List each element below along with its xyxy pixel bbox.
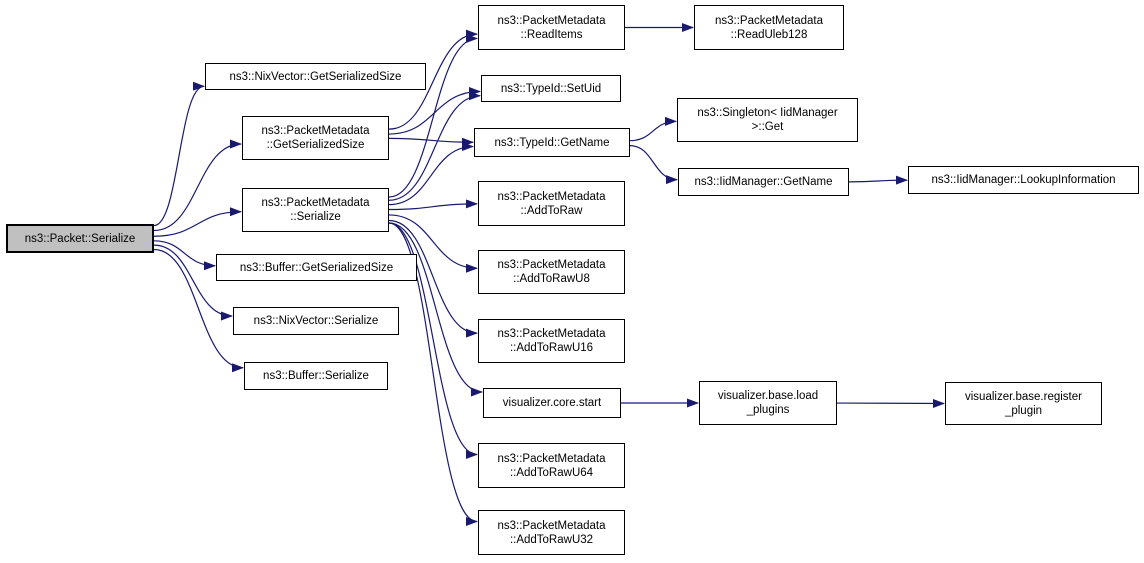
node-label-line: ::ReadItems bbox=[520, 28, 583, 41]
node-label-line: ns3::Packet::Serialize bbox=[24, 232, 136, 245]
node-label-line: ns3::Buffer::Serialize bbox=[263, 370, 369, 382]
node-label-line: ::GetSerializedSize bbox=[266, 139, 365, 151]
edge-packet-serialize-to-packetmetadata-getserializedsize bbox=[153, 139, 242, 232]
edge-packetmetadata-serialize-to-packetmetadata-readitems bbox=[388, 33, 478, 198]
edge-packetmetadata-getserializedsize-to-typeid-getname bbox=[388, 137, 474, 147]
node-label-line: ns3::NixVector::GetSerializedSize bbox=[229, 70, 402, 83]
node-label-line: ns3::PacketMetadata bbox=[261, 197, 370, 209]
node-label-line: ns3::PacketMetadata bbox=[497, 14, 606, 27]
graph-node-packetmetadata-readitems[interactable]: ns3::PacketMetadata::ReadItems bbox=[478, 5, 625, 50]
graph-node-packetmetadata-serialize[interactable]: ns3::PacketMetadata::Serialize bbox=[242, 188, 389, 232]
node-label-line: ns3::PacketMetadata bbox=[497, 452, 606, 465]
graph-node-packetmetadata-addtorawu64[interactable]: ns3::PacketMetadata::AddToRawU64 bbox=[478, 443, 625, 488]
edge-packet-serialize-to-nixvector-serialize bbox=[153, 244, 233, 321]
graph-node-typeid-setuid[interactable]: ns3::TypeId::SetUid bbox=[481, 75, 621, 102]
node-label-line: ::AddToRawU32 bbox=[509, 533, 594, 546]
edge-packet-serialize-to-buffer-serialize bbox=[153, 248, 244, 373]
node-label-line: ::AddToRawU16 bbox=[509, 342, 594, 354]
node-label-line: visualizer.core.start bbox=[502, 397, 602, 409]
graph-node-packetmetadata-getserializedsize[interactable]: ns3::PacketMetadata::GetSerializedSize bbox=[242, 116, 389, 160]
graph-node-typeid-getname[interactable]: ns3::TypeId::GetName bbox=[474, 128, 630, 157]
graph-node-singleton-iidmanager-get[interactable]: ns3::Singleton< IidManager>::Get bbox=[677, 98, 858, 142]
node-label-line: ns3::TypeId::SetUid bbox=[500, 82, 602, 95]
graph-node-nixvector-serialize[interactable]: ns3::NixVector::Serialize bbox=[233, 307, 399, 335]
edge-packetmetadata-serialize-to-packetmetadata-addtoraw bbox=[388, 199, 478, 211]
graph-node-packetmetadata-addtorawu8[interactable]: ns3::PacketMetadata::AddToRawU8 bbox=[478, 250, 625, 294]
graph-node-nixvector-getserializedsize[interactable]: ns3::NixVector::GetSerializedSize bbox=[205, 63, 426, 90]
graph-node-packetmetadata-readuleb128[interactable]: ns3::PacketMetadata::ReadUleb128 bbox=[694, 5, 844, 50]
node-label-line: visualizer.base.load bbox=[717, 390, 819, 402]
node-label-line: visualizer.base.register bbox=[965, 390, 1082, 403]
node-label-line: ns3::IidManager::GetName bbox=[694, 176, 833, 188]
edge-layer bbox=[153, 23, 945, 526]
graph-node-packetmetadata-addtorawu16[interactable]: ns3::PacketMetadata::AddToRawU16 bbox=[478, 319, 625, 363]
graph-node-packetmetadata-addtoraw[interactable]: ns3::PacketMetadata::AddToRaw bbox=[478, 181, 625, 226]
graph-node-visualizer-base-load-plugins[interactable]: visualizer.base.load _plugins bbox=[699, 381, 837, 425]
edge-packetmetadata-serialize-to-typeid-setuid bbox=[388, 91, 481, 201]
node-label-line: ns3::Singleton< IidManager bbox=[697, 107, 838, 119]
edge-packet-serialize-to-nixvector-getserializedsize bbox=[153, 81, 205, 227]
edge-packetmetadata-serialize-to-visualizer-core-start bbox=[388, 222, 483, 397]
edge-packet-serialize-to-packetmetadata-serialize bbox=[153, 207, 242, 237]
edge-iidmanager-getname-to-iidmanager-lookupinformation bbox=[848, 175, 908, 185]
node-label-line: ns3::IidManager::LookupInformation bbox=[931, 174, 1116, 186]
node-label-line: ::AddToRaw bbox=[520, 204, 583, 217]
graph-node-iidmanager-lookupinformation[interactable]: ns3::IidManager::LookupInformation bbox=[908, 166, 1139, 194]
node-label-line: ns3::NixVector::Serialize bbox=[253, 315, 379, 327]
edge-packet-serialize-to-buffer-getserializedsize bbox=[153, 240, 216, 271]
node-label-line: ns3::Buffer::GetSerializedSize bbox=[239, 261, 394, 274]
node-label-line: >::Get bbox=[751, 121, 784, 133]
node-label-line: ::ReadUleb128 bbox=[730, 28, 808, 41]
edge-packetmetadata-serialize-to-packetmetadata-addtorawu32 bbox=[388, 222, 478, 526]
edge-typeid-getname-to-singleton-iidmanager-get bbox=[629, 116, 677, 142]
graph-node-buffer-serialize[interactable]: ns3::Buffer::Serialize bbox=[244, 362, 388, 390]
node-label-line: ns3::PacketMetadata bbox=[497, 259, 606, 271]
graph-node-visualizer-core-start[interactable]: visualizer.core.start bbox=[483, 388, 621, 418]
graph-node-iidmanager-getname[interactable]: ns3::IidManager::GetName bbox=[678, 168, 849, 196]
node-label-line: ::AddToRawU8 bbox=[513, 273, 590, 285]
node-label-line: ::AddToRawU64 bbox=[509, 466, 594, 479]
graph-node-packetmetadata-addtorawu32[interactable]: ns3::PacketMetadata::AddToRawU32 bbox=[478, 510, 625, 555]
edge-packetmetadata-serialize-to-packetmetadata-addtorawu64 bbox=[388, 222, 478, 459]
node-label-line: ns3::PacketMetadata bbox=[497, 519, 606, 532]
node-label-line: ns3::PacketMetadata bbox=[261, 125, 370, 137]
node-label-line: ns3::PacketMetadata bbox=[714, 14, 824, 27]
edge-typeid-getname-to-iidmanager-getname bbox=[629, 145, 678, 185]
edge-packetmetadata-serialize-to-packetmetadata-addtorawu16 bbox=[388, 219, 478, 338]
node-label-line: _plugin bbox=[1004, 404, 1043, 417]
node-label-line: ns3::PacketMetadata bbox=[497, 190, 606, 203]
graph-node-visualizer-base-register-plugin[interactable]: visualizer.base.register_plugin bbox=[945, 382, 1102, 425]
node-label-line: ns3::TypeId::GetName bbox=[494, 136, 610, 149]
edge-packetmetadata-serialize-to-typeid-getname bbox=[388, 142, 474, 206]
graph-node-buffer-getserializedsize[interactable]: ns3::Buffer::GetSerializedSize bbox=[216, 254, 417, 281]
edge-packetmetadata-getserializedsize-to-packetmetadata-readitems bbox=[388, 29, 478, 130]
graph-node-packet-serialize[interactable]: ns3::Packet::Serialize bbox=[6, 224, 154, 253]
edge-packetmetadata-serialize-to-packetmetadata-addtorawu8 bbox=[388, 214, 478, 273]
node-label-line: ::Serialize bbox=[290, 211, 341, 223]
node-label-line: ns3::PacketMetadata bbox=[497, 328, 606, 340]
node-label-line: _plugins bbox=[746, 404, 790, 416]
